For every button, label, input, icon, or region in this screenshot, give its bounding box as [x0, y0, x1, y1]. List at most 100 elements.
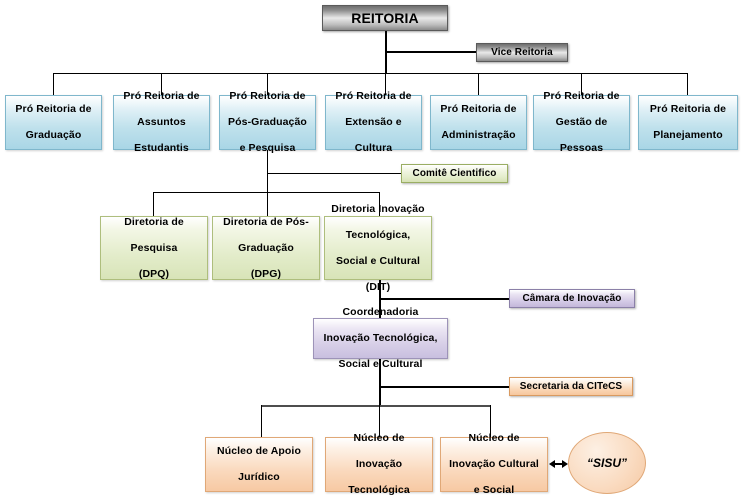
node-label: Pró Reitoria de Assuntos Estudantis — [117, 90, 206, 155]
node-sisu[interactable]: “SISU” — [568, 432, 646, 494]
connector-diretoria-bus — [153, 192, 379, 193]
node-label: Diretoria de Pós- Graduação (DPG) — [216, 216, 316, 281]
line: Núcleo de — [468, 432, 520, 444]
node-label: Diretoria de Pesquisa (DPQ) — [104, 216, 204, 281]
node-secretaria-citecs-label: Secretaria da CITeCS — [519, 381, 623, 392]
connector-coordenadoria-stem — [379, 359, 381, 405]
node-comite-cientifico[interactable]: Comitê Cientifico — [401, 164, 508, 183]
line: Administração — [441, 129, 516, 141]
connector-drop-2 — [161, 73, 162, 95]
connector-drop-6 — [581, 73, 582, 95]
arrow-shaft — [555, 463, 562, 465]
connector-drop-5 — [478, 73, 479, 95]
line: Pró Reitoria de — [649, 103, 727, 115]
connector-proreitoria-bus — [53, 73, 687, 74]
line: (DPQ) — [138, 267, 170, 280]
node-sisu-label: “SISU” — [586, 456, 627, 470]
node-label: Pró Reitoria de Pós-Graduação e Pesquisa — [223, 90, 312, 155]
node-vice-reitoria[interactable]: Vice Reitoria — [476, 43, 568, 62]
line: Pró Reitoria de — [335, 90, 412, 102]
node-vice-reitoria-label: Vice Reitoria — [491, 47, 553, 58]
line: Estudantis — [134, 142, 189, 154]
node-pro-reitoria-assuntos-estudantis[interactable]: Pró Reitoria de Assuntos Estudantis — [113, 90, 210, 154]
node-camara-inovacao-label: Câmara de Inovação — [522, 293, 622, 304]
arrow-head-right-icon — [562, 460, 568, 468]
node-nucleo-apoio-juridico[interactable]: Núcleo de Apoio Jurídico — [205, 437, 313, 492]
node-label: Pró Reitoria de Gestão de Pessoas — [537, 90, 626, 155]
connector-nucleo-drop-1 — [261, 405, 262, 437]
line: Pró Reitoria de — [229, 90, 306, 102]
line: Graduação — [238, 241, 294, 254]
node-pro-reitoria-extensao-cultura[interactable]: Pró Reitoria de Extensão e Cultura — [325, 90, 422, 154]
line: Inovação Tecnológica, — [323, 332, 438, 344]
node-pro-reitoria-pos-graduacao-pesquisa[interactable]: Pró Reitoria de Pós-Graduação e Pesquisa — [219, 90, 316, 154]
node-nucleo-inovacao-tecnologica[interactable]: Núcleo de Inovação Tecnológica — [325, 432, 433, 496]
connector-drop-3 — [267, 73, 268, 95]
connector-nucleo-drop-2 — [379, 405, 380, 437]
line: Tecnológica, — [345, 228, 411, 241]
line: Diretoria Inovação — [331, 202, 425, 215]
line: Jurídico — [238, 471, 280, 483]
node-coordenadoria-inovacao[interactable]: Coordenadoria Inovação Tecnológica, Soci… — [313, 306, 448, 370]
line: Tecnológica — [348, 484, 410, 496]
node-label: Pró Reitoria de Planejamento — [642, 103, 734, 142]
line: Gestão de — [555, 116, 608, 128]
node-reitoria-label: REITORIA — [351, 9, 419, 26]
line: Assuntos — [137, 116, 186, 128]
connector-nucleo-sisu-arrow — [549, 460, 568, 468]
line: Social e Cultural — [338, 358, 423, 370]
node-label: Diretoria Inovação Tecnológica, Social e… — [328, 203, 428, 294]
line: (DIT) — [365, 280, 391, 293]
connector-drop-4 — [385, 73, 386, 95]
connector-diretoria-drop-1 — [153, 192, 154, 216]
line: Pró Reitoria de — [440, 103, 517, 115]
line: e Pesquisa — [239, 142, 296, 154]
line: Graduação — [25, 129, 82, 141]
node-pro-reitoria-administracao[interactable]: Pró Reitoria de Administração — [430, 95, 527, 150]
connector-diretoria-drop-3 — [379, 192, 380, 216]
line: Pró Reitoria de — [15, 103, 92, 115]
node-label: Pró Reitoria de Graduação — [9, 103, 98, 142]
line: Extensão e — [345, 116, 402, 128]
line: Inovação Cultural — [449, 458, 539, 470]
line: Inovação — [355, 458, 403, 470]
node-nucleo-inovacao-cultural-social[interactable]: Núcleo de Inovação Cultural e Social — [440, 432, 548, 496]
line: Planejamento — [653, 129, 723, 141]
line: Diretoria de Pós- — [223, 215, 309, 228]
node-label: Pró Reitoria de Administração — [434, 103, 523, 142]
node-reitoria[interactable]: REITORIA — [322, 5, 448, 31]
line: Pró Reitoria de — [123, 90, 200, 102]
node-label: Coordenadoria Inovação Tecnológica, Soci… — [317, 306, 444, 371]
connector-comite — [267, 173, 401, 174]
node-diretoria-pesquisa[interactable]: Diretoria de Pesquisa (DPQ) — [100, 216, 208, 280]
node-pro-reitoria-planejamento[interactable]: Pró Reitoria de Planejamento — [638, 95, 738, 150]
line: Cultura — [354, 142, 393, 154]
connector-posgrad-stem — [267, 150, 268, 216]
line: Núcleo de — [353, 432, 405, 444]
node-diretoria-pos-graduacao[interactable]: Diretoria de Pós- Graduação (DPG) — [212, 216, 320, 280]
line: Diretoria de — [124, 215, 184, 228]
line: Pró Reitoria de — [543, 90, 620, 102]
line: Núcleo de Apoio — [217, 445, 301, 457]
connector-reitoria-vice — [385, 51, 477, 53]
node-comite-cientifico-label: Comitê Cientifico — [412, 168, 497, 179]
line: Social e Cultural — [336, 254, 420, 267]
node-pro-reitoria-gestao-pessoas[interactable]: Pró Reitoria de Gestão de Pessoas — [533, 90, 630, 154]
node-label: Núcleo de Inovação Tecnológica — [329, 432, 429, 497]
line: (DPG) — [250, 267, 282, 280]
node-secretaria-citecs[interactable]: Secretaria da CITeCS — [509, 377, 633, 396]
line: Pesquisa — [130, 241, 178, 254]
line: e Social — [473, 484, 515, 496]
node-pro-reitoria-graduacao[interactable]: Pró Reitoria de Graduação — [5, 95, 102, 150]
connector-nucleo-bus — [261, 405, 491, 407]
node-label: Pró Reitoria de Extensão e Cultura — [329, 90, 418, 155]
connector-camara — [379, 298, 509, 300]
node-camara-inovacao[interactable]: Câmara de Inovação — [509, 289, 635, 308]
node-label: Núcleo de Inovação Cultural e Social — [444, 432, 544, 497]
node-diretoria-inovacao-tecnologica[interactable]: Diretoria Inovação Tecnológica, Social e… — [324, 203, 432, 293]
line: Pós-Graduação — [228, 116, 307, 128]
node-label: Núcleo de Apoio Jurídico — [209, 445, 309, 484]
line: Pessoas — [559, 142, 604, 154]
connector-nucleo-drop-3 — [490, 405, 491, 437]
